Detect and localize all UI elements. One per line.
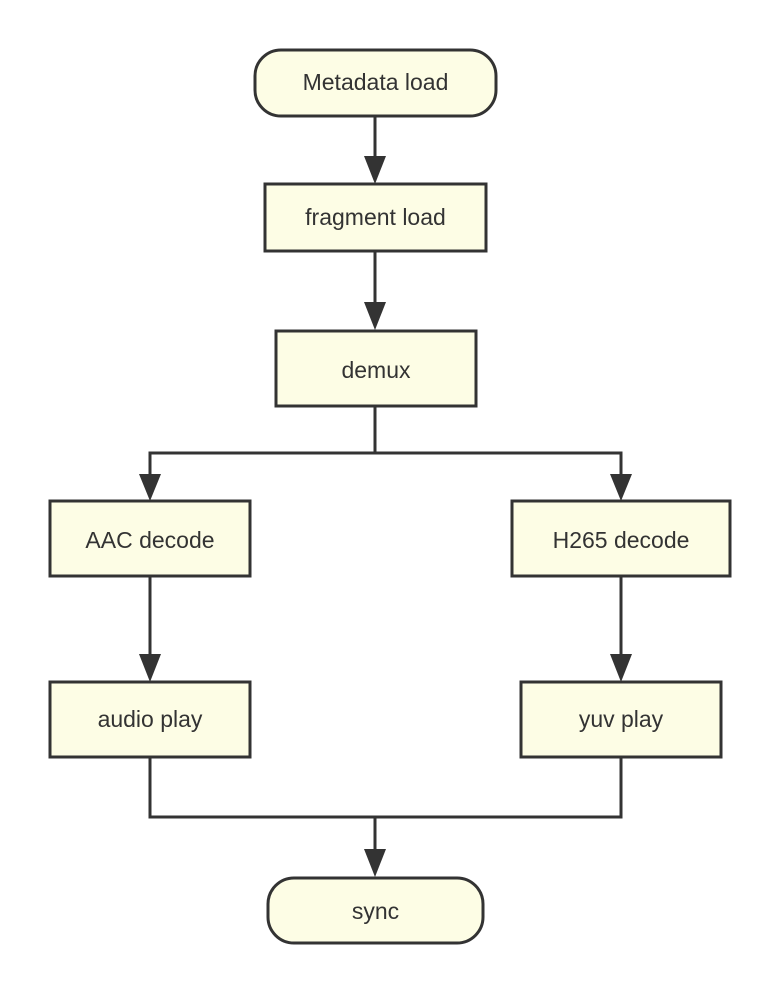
node-h265-decode: H265 decode (510, 499, 732, 578)
node-fragment-load: fragment load (263, 182, 488, 253)
node-label-sync: sync (352, 898, 399, 924)
node-label-h265-decode: H265 decode (553, 527, 690, 553)
node-aac-decode: AAC decode (48, 499, 252, 578)
node-label-aac-decode: AAC decode (85, 527, 214, 553)
edges (139, 116, 632, 877)
nodes: Metadata load fragment load demux AAC de… (48, 48, 732, 945)
arrow-head-icon (610, 654, 632, 682)
node-label-audio-play: audio play (98, 706, 203, 732)
node-yuv-play: yuv play (519, 680, 723, 759)
arrow-head-icon (139, 474, 161, 501)
arrow-head-icon (610, 474, 632, 501)
arrow-head-icon (364, 156, 386, 184)
node-label-metadata-load: Metadata load (303, 69, 449, 95)
edge-aac-decode-to-audio-play (139, 576, 161, 682)
node-label-fragment-load: fragment load (305, 204, 446, 230)
edge-metadata-load-to-fragment-load (364, 116, 386, 184)
edge-demux-split (139, 406, 632, 501)
arrow-head-icon (364, 849, 386, 877)
node-metadata-load: Metadata load (253, 48, 498, 118)
node-audio-play: audio play (48, 680, 252, 759)
node-label-yuv-play: yuv play (579, 706, 664, 732)
edge-fragment-load-to-demux (364, 251, 386, 330)
edge-merge-to-sync (148, 757, 623, 877)
node-sync: sync (266, 876, 485, 945)
arrow-head-icon (364, 302, 386, 330)
arrow-head-icon (139, 654, 161, 682)
node-label-demux: demux (341, 357, 411, 383)
edge-h265-decode-to-yuv-play (610, 576, 632, 682)
node-demux: demux (274, 329, 478, 408)
